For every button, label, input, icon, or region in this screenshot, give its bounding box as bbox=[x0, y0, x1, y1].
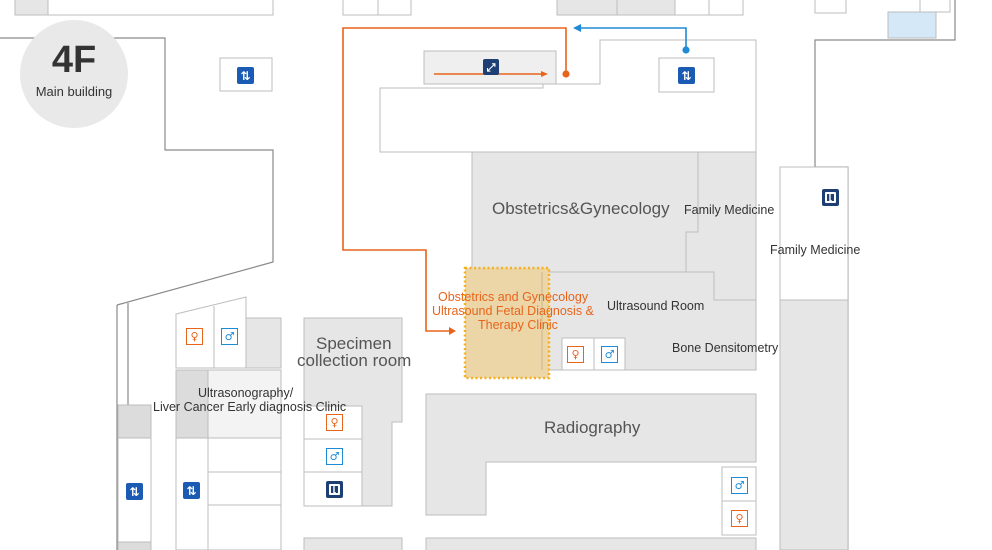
elevator-icon[interactable]: ⇅ bbox=[126, 483, 143, 500]
family-medicine-room bbox=[685, 151, 757, 301]
ultrasonography-label-line2: Liver Cancer Early diagnosis Clinic bbox=[153, 400, 347, 414]
elevator-icon[interactable]: ⇅ bbox=[678, 67, 695, 84]
floor-number: 4F bbox=[51, 39, 97, 81]
restroom-men-icon[interactable]: ♂ bbox=[326, 448, 343, 465]
elevator-icon[interactable]: ⇅ bbox=[183, 482, 200, 499]
restroom-women-icon[interactable]: ♀ bbox=[326, 414, 343, 431]
family-medicine-east bbox=[779, 166, 849, 301]
destination-label-line3: Therapy Clinic bbox=[478, 318, 558, 332]
elevator-room-top bbox=[658, 57, 715, 93]
stairs-icon[interactable]: ⌊ bbox=[822, 189, 839, 206]
destination-label-line1: Obstetrics and Gynecology bbox=[438, 290, 589, 304]
radiography-block bbox=[425, 393, 757, 516]
east-corridor-gray bbox=[779, 299, 849, 550]
route-orange-start-dot bbox=[562, 70, 570, 78]
specimen-label-line1: Specimen bbox=[316, 334, 392, 353]
family-medicine-label: Family Medicine bbox=[684, 203, 775, 217]
elevator-icon[interactable]: ⇅ bbox=[237, 67, 254, 84]
route-blue bbox=[580, 27, 687, 49]
radiography-label: Radiography bbox=[544, 418, 641, 437]
top-gray-block-left bbox=[14, 0, 49, 16]
route-blue-start-dot bbox=[682, 46, 690, 54]
escalator-icon[interactable]: ⤢ bbox=[483, 59, 499, 75]
route-blue-arrow bbox=[573, 24, 581, 32]
family-medicine-east-label: Family Medicine bbox=[770, 243, 861, 257]
top-room-blocks bbox=[14, 0, 847, 16]
restroom-women-icon[interactable]: ♀ bbox=[731, 510, 748, 527]
restroom-men-icon[interactable]: ♂ bbox=[731, 477, 748, 494]
top-gray-block-mid bbox=[556, 0, 676, 16]
destination-label-line2: Ultrasound Fetal Diagnosis & bbox=[432, 304, 594, 318]
bone-densitometry-label: Bone Densitometry bbox=[672, 341, 779, 355]
restroom-men-icon[interactable]: ♂ bbox=[601, 346, 618, 363]
route-orange-arrow-escalator bbox=[541, 71, 548, 77]
ultrasonography-label-line1: Ultrasonography/ bbox=[198, 386, 294, 400]
destination-highlight bbox=[463, 266, 551, 380]
floor-badge: 4F Main building bbox=[20, 20, 128, 128]
restroom-women-icon[interactable]: ♀ bbox=[567, 346, 584, 363]
obstetrics-gynecology-label: Obstetrics&Gynecology bbox=[492, 199, 670, 218]
specimen-label-line2: collection room bbox=[297, 351, 412, 370]
building-name: Main building bbox=[35, 84, 113, 99]
top-blue-block bbox=[887, 11, 937, 39]
restroom-women-icon[interactable]: ♀ bbox=[186, 328, 203, 345]
route-orange-arrow-end bbox=[449, 327, 456, 335]
restroom-men-icon[interactable]: ♂ bbox=[221, 328, 238, 345]
stairs-icon[interactable]: ⌊ bbox=[326, 481, 343, 498]
ultrasound-room-label: Ultrasound Room bbox=[607, 299, 705, 313]
